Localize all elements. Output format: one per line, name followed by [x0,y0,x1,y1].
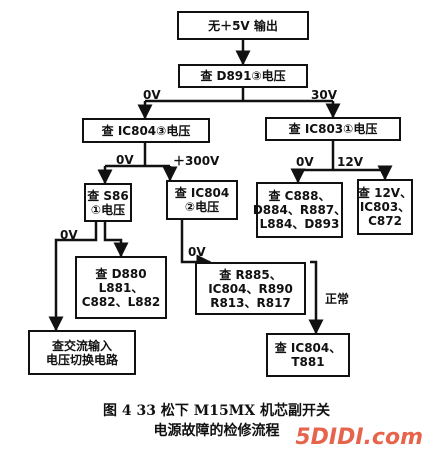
node-check-ic804-t881-line-1: 查 IC804、 [274,341,342,355]
node-check-s86-line-2: ①电压 [90,202,126,217]
edge-label-30v: 30V [311,88,337,102]
node-check-d880-group: 查 D880 L881、 C882、L882 [75,256,167,319]
node-check-ac-input-line-1: 查交流输入 [51,338,112,353]
node-check-12v-ic803: 查 12V、 IC803、 C872 [357,179,413,235]
edge-label-0v-ic804: 0V [116,153,134,167]
edge-label-normal: 正常 [325,292,350,306]
edge-label-300v: ＋300V [173,154,220,168]
edge-label-0v-s86: 0V [60,228,78,242]
node-check-ic803-pin1: 查 IC803①电压 [265,117,401,141]
node-check-r885-line-1: 查 R885、 [219,267,282,282]
edge-label-12v: 12V [337,155,363,169]
node-check-d880-line-1: 查 D880 [95,266,147,281]
arrow-n5-n9 [103,222,129,258]
node-check-r885-group: 查 R885、 IC804、R890 R813、R817 [195,262,306,315]
arrow-n10-n12 [308,260,324,335]
node-check-ac-input-line-2: 电压切换电路 [45,352,118,367]
node-check-12v-line-3: C872 [368,214,402,228]
node-check-s86-pin1: 查 S86 ①电压 [84,183,132,222]
node-check-d880-line-2: L881、 [98,280,144,295]
edge-label-0v-ic803: 0V [296,155,314,169]
node-check-c888-group: 查 C888、 D884、R887、 L884、D893 [252,182,347,238]
node-check-d891-pin3: 查 D891③电压 [178,64,308,88]
node-check-12v-line-1: 查 12V、 [357,186,413,200]
site-watermark-logo: 5DIDI.com [295,425,423,450]
node-check-c888-line-2: D884、R887、 [252,203,347,217]
node-check-r885-line-2: IC804、R890 [208,281,293,296]
edge-label-0v-ic804-pin2: 0V [188,245,206,259]
node-check-s86-line-1: 查 S86 [87,188,129,203]
node-check-c888-line-3: L884、D893 [259,217,340,231]
figure-caption-line-2: 电源故障的检修流程 [153,423,280,439]
node-check-ic804-pin3: 查 IC804③电压 [82,118,210,143]
node-check-d880-line-3: C882、L882 [81,294,161,309]
node-check-c888-line-1: 查 C888、 [268,189,331,203]
arrow-n5-n11 [48,222,98,332]
node-check-ic804-pin3-text: 查 IC804③电压 [101,123,191,138]
node-check-r885-line-3: R813、R817 [210,295,291,310]
node-check-ic804-t881-line-2: T881 [291,355,325,369]
node-check-d891-pin3-text: 查 D891③电压 [200,69,286,83]
figure-caption-line-1: 图 4 33 松下 M15MX 机芯副开关 [103,403,330,419]
node-no-5v-output-text: 无＋5V 输出 [208,18,278,33]
node-no-5v-output: 无＋5V 输出 [177,11,309,40]
node-check-ic804-pin2-line-1: 查 IC804 [174,186,230,200]
node-check-ic804-pin2-line-2: ②电压 [184,200,220,214]
node-check-ic804-pin2: 查 IC804 ②电压 [166,180,238,220]
node-check-12v-line-2: IC803、 [359,200,411,214]
node-check-ac-input-switch: 查交流输入 电压切换电路 [28,330,136,375]
node-check-ic804-t881: 查 IC804、 T881 [266,333,350,377]
node-check-ic803-pin1-text: 查 IC803①电压 [288,122,378,136]
edge-label-0v-left: 0V [143,88,161,102]
